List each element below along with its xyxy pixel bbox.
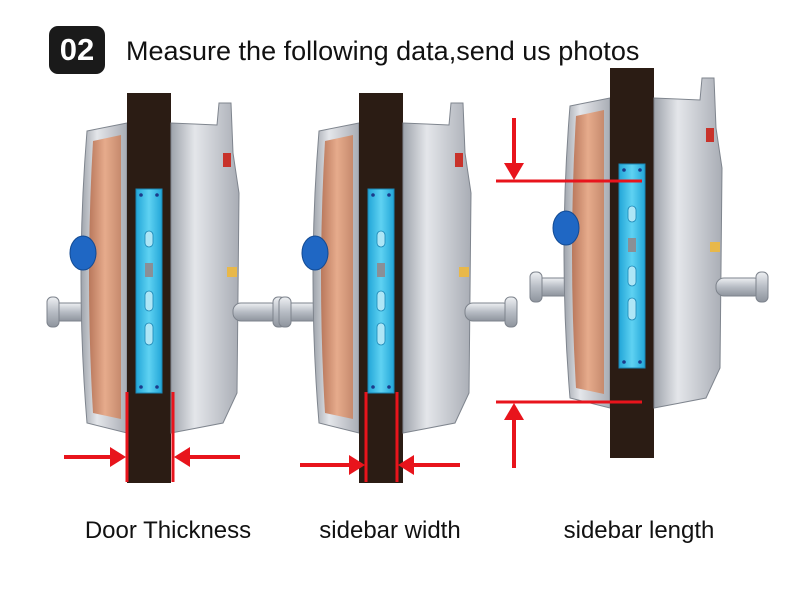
- panel-sidebar-length: [496, 67, 769, 468]
- caption-sidebar-length: sidebar length: [563, 517, 715, 544]
- lock-illustration-1: [46, 92, 286, 484]
- door-thickness-arrows: [64, 392, 240, 482]
- panel-sidebar-width: [278, 92, 518, 484]
- sidebar-width-arrows: [300, 392, 460, 482]
- caption-sidebar-width: sidebar width: [319, 517, 461, 544]
- step-number-badge: 02: [49, 26, 105, 74]
- panel-door-thickness: [46, 92, 286, 484]
- sidebar-length-arrows: [496, 118, 642, 468]
- caption-door-thickness: Door Thickness: [84, 517, 252, 544]
- page-title: Measure the following data,send us photo…: [126, 36, 640, 66]
- lock-illustration-3: [529, 67, 769, 459]
